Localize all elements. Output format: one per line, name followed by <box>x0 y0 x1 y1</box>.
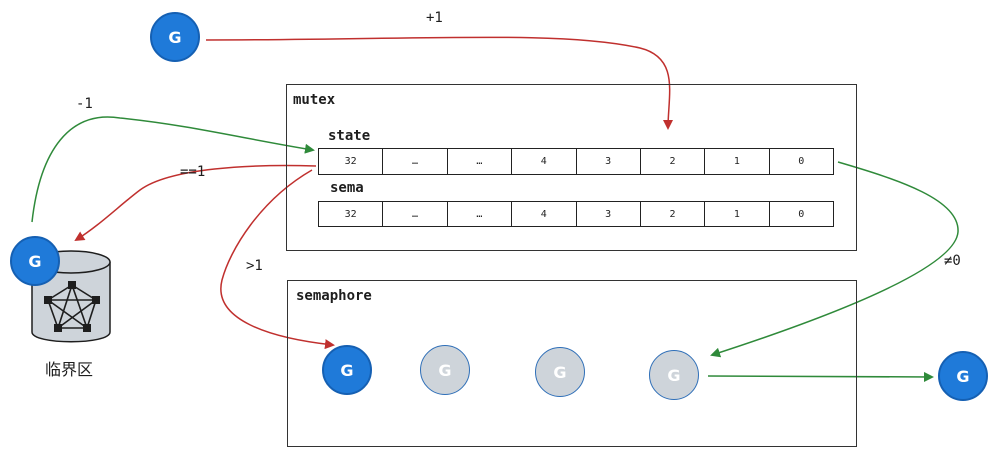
critical-section-label: 临界区 <box>45 360 94 379</box>
sema-label: sema <box>330 180 364 196</box>
semaphore-box <box>287 280 857 447</box>
goroutine-top: G <box>150 12 200 62</box>
state-register: 32 … … 4 3 2 1 0 <box>318 148 834 175</box>
state-cell: … <box>383 149 448 174</box>
goroutine-critical: G <box>10 236 60 286</box>
mutex-box <box>286 84 857 251</box>
goroutine-right: G <box>938 351 988 401</box>
sema-cell: 32 <box>319 202 384 226</box>
state-cell: 3 <box>577 149 641 174</box>
sema-cell: 3 <box>577 202 641 226</box>
semaphore-title: semaphore <box>296 288 372 304</box>
semaphore-goroutine: G <box>322 345 372 395</box>
sema-register: 32 … … 4 3 2 1 0 <box>318 201 834 227</box>
state-cell: 32 <box>319 149 384 174</box>
arrow-plus-one <box>205 36 674 130</box>
arrow-neq-zero <box>710 161 959 358</box>
state-cell: 0 <box>798 156 805 167</box>
state-cell: 2 <box>641 149 706 174</box>
state-cell: 4 <box>512 149 577 174</box>
state-label: state <box>328 128 371 144</box>
sema-cell: 2 <box>641 202 706 226</box>
state-cell: … <box>448 149 513 174</box>
sema-cell: 0 <box>798 208 805 220</box>
label-neq-zero: ≠0 <box>944 253 961 269</box>
semaphore-goroutine: G <box>420 345 470 395</box>
semaphore-goroutine: G <box>535 347 585 397</box>
state-cell: 1 <box>705 149 770 174</box>
sema-cell: 4 <box>512 202 577 226</box>
semaphore-goroutine: G <box>649 350 699 400</box>
label-gt-one: >1 <box>246 258 263 274</box>
label-eq-one: ==1 <box>180 164 206 180</box>
arrow-gt-one <box>220 169 335 350</box>
label-minus-one: -1 <box>76 96 93 112</box>
arrow-eq-one <box>74 164 317 242</box>
arrow-minus-one <box>31 116 315 223</box>
sema-cell: … <box>383 202 448 226</box>
label-plus-one: +1 <box>426 10 443 26</box>
mutex-title: mutex <box>293 92 336 108</box>
sema-cell: … <box>448 202 513 226</box>
arrow-wakeup <box>707 371 934 382</box>
sema-cell: 1 <box>705 202 770 226</box>
